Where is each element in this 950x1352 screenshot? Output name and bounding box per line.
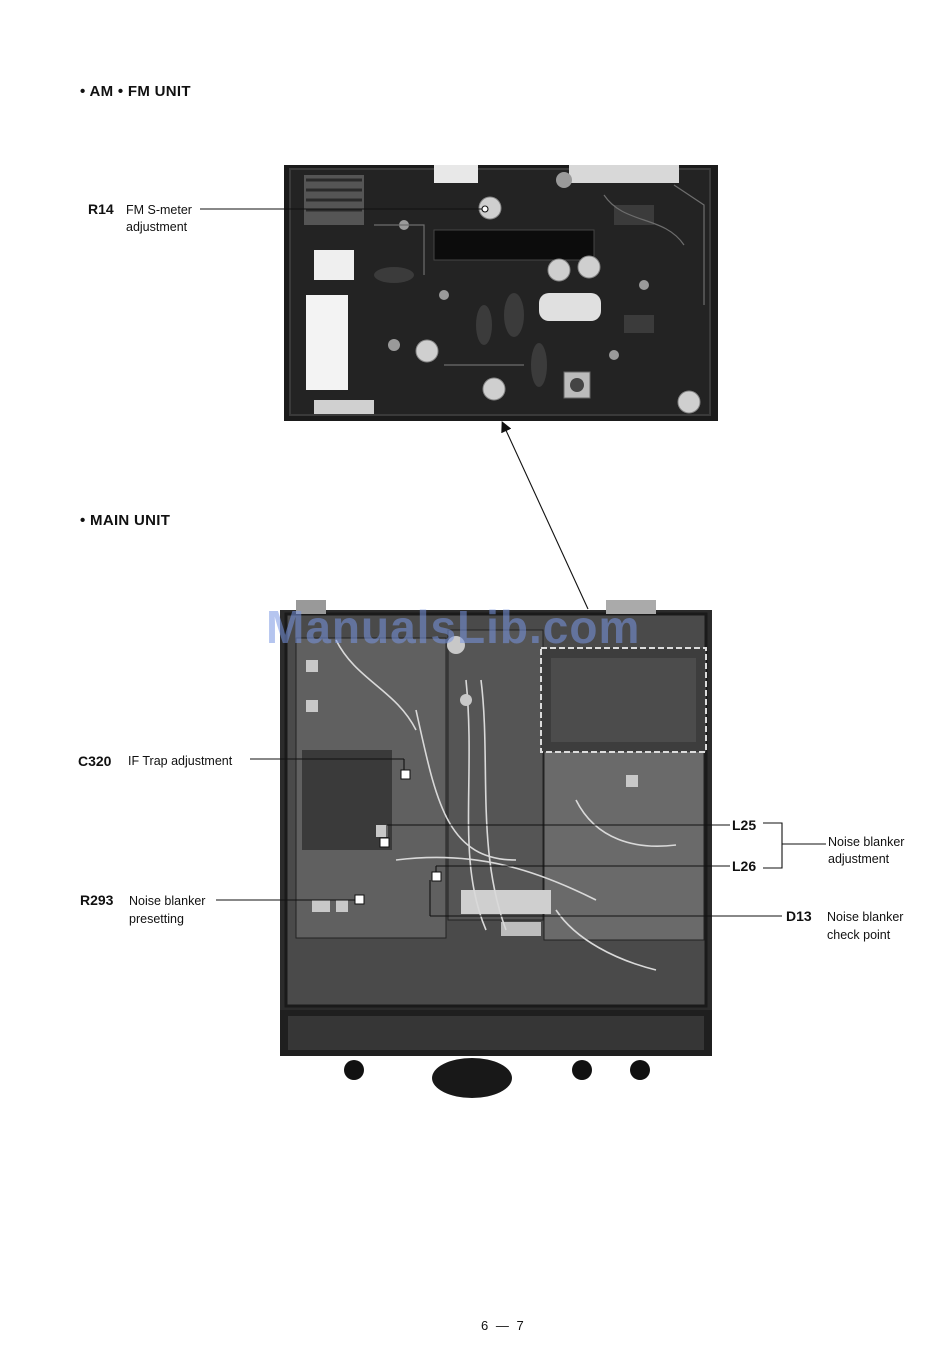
page-number: 6 — 7 — [481, 1318, 526, 1333]
